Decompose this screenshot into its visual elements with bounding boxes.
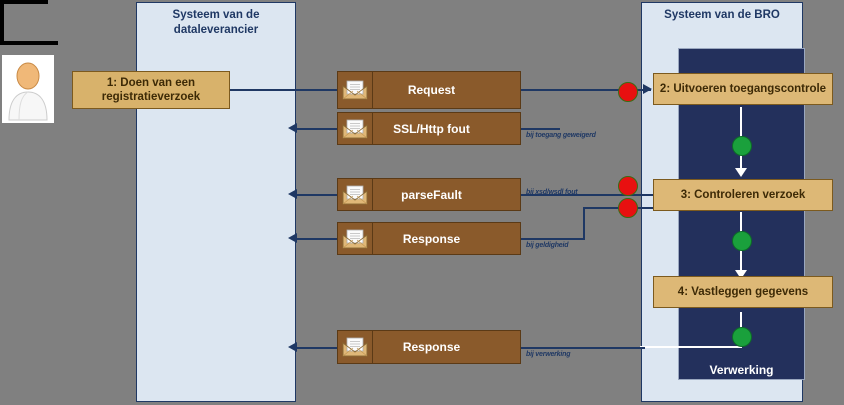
connector-response-final-right: [520, 347, 645, 349]
panel-flow-arrow-2: [735, 270, 747, 279]
panel-flow-arrow-1: [735, 168, 747, 177]
note-text: bij geldigheid: [526, 242, 569, 249]
actor-avatar: [2, 55, 54, 123]
connector-p3-in-upper: [615, 194, 655, 196]
lane-bro-title: Systeem van de BRO: [641, 8, 803, 23]
envelope-icon: [342, 337, 368, 357]
connector-parsefault-arrowhead: [288, 189, 297, 199]
message-parsefault-label: parseFault: [401, 187, 462, 202]
envelope-slot: [338, 331, 373, 363]
connector-request-out: [229, 89, 341, 91]
connector-request-to-p2: [520, 89, 651, 91]
envelope-slot: [338, 113, 373, 144]
connector-ssl-right: [520, 128, 560, 130]
note-toegang-geweigerd: bij toegang geweigerd: [526, 132, 596, 139]
error-path-vertical: [0, 4, 4, 41]
process-1-label: 1: Doen van een registratieverzoek: [101, 77, 201, 103]
note-xsd-wsdl-fout: bij xsd/wsdl fout: [526, 189, 578, 196]
lane-dataleverancier-title: Systeem van de dataleverancier: [136, 8, 296, 38]
connector-response-validity-arrowhead: [288, 233, 297, 243]
status-dot-error-2: [618, 176, 638, 196]
message-response-final-label: Response: [402, 340, 461, 354]
process-3-label: 3: Controleren verzoek: [680, 189, 806, 201]
connector-response-validity-riser: [583, 207, 585, 240]
message-request-label: Request: [407, 83, 456, 97]
process-box-4[interactable]: 4: Vastleggen gegevens: [653, 276, 833, 308]
user-icon: [8, 62, 48, 121]
status-dot-error-3: [618, 198, 638, 218]
note-verwerking: bij verwerking: [526, 351, 570, 358]
lane-title-text: Systeem van de dataleverancier: [172, 9, 260, 36]
message-box-ssl-fout[interactable]: SSL/Http fout: [337, 112, 521, 145]
connector-response-final: [296, 347, 342, 349]
connector-parsefault-right: [520, 194, 615, 196]
message-ssl-fout-label: SSL/Http fout: [393, 121, 470, 136]
process-2-label: 2: Uitvoeren toegangscontrole: [659, 83, 827, 95]
message-box-request[interactable]: Request: [337, 71, 521, 109]
message-response-validity-label: Response: [402, 231, 461, 246]
connector-response-validity-top: [583, 207, 615, 209]
status-dot-error-1: [618, 82, 638, 102]
envelope-slot: [338, 223, 373, 254]
process-box-3[interactable]: 3: Controleren verzoek: [653, 179, 833, 211]
envelope-icon: [342, 80, 368, 100]
envelope-slot: [338, 179, 373, 210]
verwerking-panel-label: Verwerking: [678, 363, 805, 377]
status-dot-ok-3: [732, 327, 752, 347]
connector-ssl-arrowhead: [288, 123, 297, 133]
connector-ssl-return: [296, 128, 342, 130]
message-box-response-validity[interactable]: Response: [337, 222, 521, 255]
connector-request-arrowhead: [643, 84, 652, 94]
lane-dataleverancier: [136, 2, 296, 402]
status-dot-ok-2: [732, 231, 752, 251]
panel-return-line: [640, 346, 742, 348]
process-4-label: 4: Vastleggen gegevens: [677, 286, 809, 298]
note-text: bij toegang geweigerd: [526, 132, 596, 139]
message-box-parsefault[interactable]: parseFault: [337, 178, 521, 211]
envelope-icon: [342, 229, 368, 248]
process-box-1[interactable]: 1: Doen van een registratieverzoek: [72, 71, 230, 109]
note-text: bij verwerking: [526, 351, 571, 358]
connector-response-validity-return: [296, 238, 342, 240]
lane-title-text: Systeem van de BRO: [664, 9, 780, 21]
envelope-icon: [342, 119, 368, 138]
note-geldigheid: bij geldigheid: [526, 242, 569, 249]
status-dot-ok-1: [732, 136, 752, 156]
connector-response-validity-right: [520, 238, 583, 240]
panel-label-text: Verwerking: [709, 363, 774, 377]
note-text: bij xsd/wsdl fout: [526, 189, 578, 196]
connector-response-final-arrowhead: [288, 342, 297, 352]
error-path-horizontal-bottom: [0, 41, 58, 45]
envelope-slot: [338, 72, 373, 108]
connector-parsefault-return: [296, 194, 342, 196]
message-box-response-final[interactable]: Response: [337, 330, 521, 364]
process-box-2[interactable]: 2: Uitvoeren toegangscontrole: [653, 73, 833, 105]
envelope-icon: [342, 185, 368, 204]
error-path-horizontal-top: [0, 0, 48, 4]
